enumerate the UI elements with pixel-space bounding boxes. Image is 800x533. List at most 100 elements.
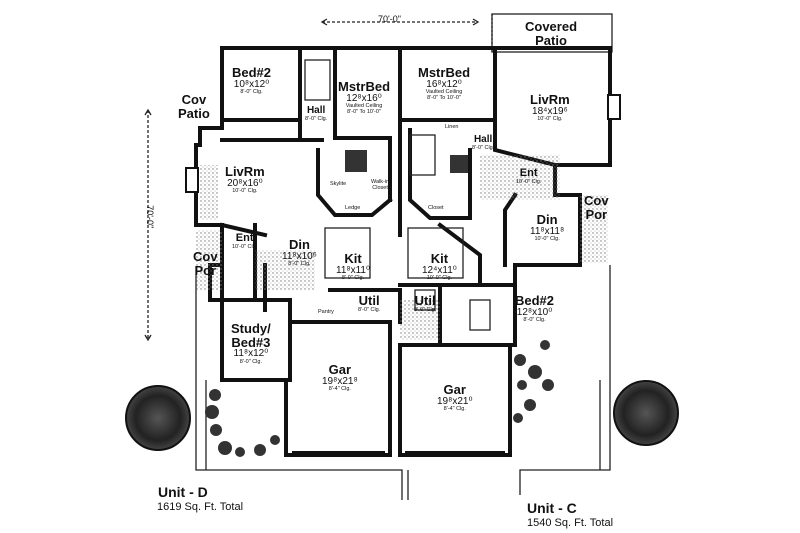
room-name: Util	[414, 293, 436, 308]
room-name: MstrBed	[418, 65, 471, 80]
room-ceiling: 10'-0" Clg.	[426, 275, 453, 282]
room-ceiling: 8'-0" Clg.	[523, 317, 546, 324]
walkin-closet-note: Walk-in Closet	[371, 179, 390, 191]
ent-d-label: Ent 10'-0" Clg.	[232, 232, 258, 250]
room-size: 11⁸x10⁶	[282, 250, 317, 262]
kitchen-counter-d	[324, 227, 371, 279]
room-name: Gar	[328, 362, 352, 377]
util-d-label: Util 8'-0" Clg.	[358, 294, 380, 313]
room-ceiling: 8'-4" Clg.	[443, 406, 466, 413]
pantry-note: Pantry	[318, 309, 334, 315]
ent-c-label: Ent 10'-0" Clg.	[516, 167, 542, 185]
mstrbed-d-label: MstrBed 12⁸x16⁰ Vaulted Ceiling 8'-0" To…	[338, 80, 390, 116]
room-name: Study/ Bed#3	[231, 321, 271, 350]
ledge-note: Ledge	[345, 205, 361, 211]
room-ceiling: 10'-0" Clg.	[232, 188, 258, 195]
width-dimension-label: 70'-0"	[378, 14, 401, 24]
livrm-d-label: LivRm 20⁸x16⁰ 10'-0" Clg.	[225, 165, 265, 195]
room-ceiling: 10'-0" Clg.	[232, 243, 258, 250]
room-ceiling: 10'-0" Clg.	[534, 236, 560, 243]
gar-c-label: Gar 19⁸x21⁰ 8'-4" Clg.	[437, 383, 472, 413]
cov-por-left-label: Cov Por	[193, 249, 218, 278]
room-ceiling: 8'-0" Clg.	[414, 306, 437, 313]
room-ceiling: 10'-0" Clg.	[537, 116, 563, 123]
room-size: 19⁸x21⁸	[322, 375, 358, 387]
room-ceiling: Vaulted Ceiling 8'-0" To 10'-0"	[425, 89, 463, 101]
bed2-c-label: Bed#2 12⁸x10⁰ 8'-0" Clg.	[515, 294, 554, 324]
unit-d-caption: Unit - D	[158, 484, 208, 500]
room-name: Ent	[519, 167, 538, 179]
room-name: Kit	[344, 251, 362, 266]
bed2-d-label: Bed#2 10⁸x12⁰ 8'-0" Clg.	[232, 66, 271, 96]
unit-c-caption: Unit - C	[527, 500, 577, 516]
tree-left-icon	[125, 385, 191, 451]
width-dimension-line	[320, 18, 480, 26]
din-d-label: Din 11⁸x10⁶ 8'-0" Clg.	[282, 238, 317, 268]
cov-por-right-label: Cov Por	[584, 193, 609, 222]
din-c-label: Din 11⁸x11⁸ 10'-0" Clg.	[530, 213, 564, 243]
room-size: 11⁸x11⁰	[336, 264, 370, 276]
room-ceiling: Vaulted Ceiling 8'-0" To 10'-0"	[345, 103, 383, 115]
tree-right-icon	[613, 380, 679, 446]
room-name: Hall	[306, 105, 326, 116]
bath-fixtures	[304, 59, 491, 331]
room-size: 19⁸x21⁰	[437, 395, 473, 407]
skylite-note: Skylite	[330, 181, 347, 187]
room-ceiling: 8'-0" Clg.	[239, 358, 262, 365]
room-size: 12⁸x16⁰	[346, 92, 382, 104]
kitchen-counter-c	[407, 227, 464, 279]
room-size: 10⁸x12⁰	[233, 78, 270, 90]
room-ceiling: 8'-4" Clg.	[328, 386, 351, 393]
room-ceiling: 8'-0" Clg.	[472, 144, 495, 151]
room-name: Bed#2	[232, 65, 272, 80]
room-name: Gar	[443, 382, 466, 397]
kit-c-label: Kit 12⁴x11⁰ 10'-0" Clg.	[422, 252, 457, 282]
room-ceiling: 8'-0" Clg.	[240, 89, 263, 96]
cov-patio-label: Cov Patio	[178, 92, 210, 121]
room-ceiling: 8'-0" Clg.	[358, 306, 381, 313]
study-d-label: Study/ Bed#3 11⁸x12⁰ 8'-0" Clg.	[231, 322, 271, 366]
kit-d-label: Kit 11⁸x11⁰ 8'-0" Clg.	[336, 252, 370, 282]
closet-note: Closet	[428, 205, 444, 211]
unit-c-area: 1540 Sq. Ft. Total	[527, 517, 614, 529]
room-name: Ent	[235, 232, 254, 244]
room-size: 12⁴x11⁰	[422, 264, 457, 276]
unit-d-area: 1619 Sq. Ft. Total	[157, 501, 244, 513]
linen-note: Linen	[445, 124, 459, 130]
room-name: MstrBed	[338, 79, 391, 94]
room-ceiling: 8'-0" Clg.	[341, 275, 365, 282]
room-name: Din	[288, 237, 310, 252]
room-name: Din	[536, 212, 558, 227]
depth-dimension-label: 70'-0"	[145, 205, 156, 229]
site-boundary	[195, 265, 611, 500]
room-size: 11⁸x12⁰	[233, 348, 269, 360]
room-size: 20⁸x16⁰	[227, 177, 263, 189]
paved-areas	[196, 155, 608, 340]
room-size: 12⁸x10⁰	[516, 306, 553, 318]
fireplace-unit-c	[607, 94, 621, 120]
room-ceiling: 8'-0" Clg.	[288, 261, 311, 268]
depth-dimension-line	[144, 108, 152, 342]
mstrbed-c-label: MstrBed 16⁸x12⁰ Vaulted Ceiling 8'-0" To…	[418, 66, 470, 102]
util-c-label: Util 8'-0" Clg.	[414, 294, 436, 313]
room-size: 16⁸x12⁰	[426, 78, 462, 90]
room-size: 18⁴x19⁶	[532, 105, 568, 117]
gar-d-label: Gar 19⁸x21⁸ 8'-4" Clg.	[322, 363, 358, 393]
hall-d-label: Hall 8'-0" Clg.	[305, 105, 328, 122]
room-ceiling: 10'-0" Clg.	[516, 178, 542, 185]
covered-patio-label: Covered Patio	[525, 19, 578, 48]
fireplace-unit-d	[185, 167, 199, 193]
room-name: Hall	[473, 134, 493, 145]
room-name: LivRm	[225, 164, 265, 179]
room-name: Util	[358, 293, 380, 308]
room-name: Bed#2	[515, 293, 555, 308]
shrubs	[205, 340, 554, 457]
hall-c-label: Hall 8'-0" Clg.	[472, 134, 495, 151]
room-name: Kit	[430, 251, 449, 266]
room-name: LivRm	[530, 92, 570, 107]
livrm-c-label: LivRm 18⁴x19⁶ 10'-0" Clg.	[530, 93, 570, 123]
covered-patio-area	[491, 13, 613, 53]
room-ceiling: 8'-0" Clg.	[305, 115, 328, 122]
room-size: 11⁸x11⁸	[530, 225, 565, 237]
